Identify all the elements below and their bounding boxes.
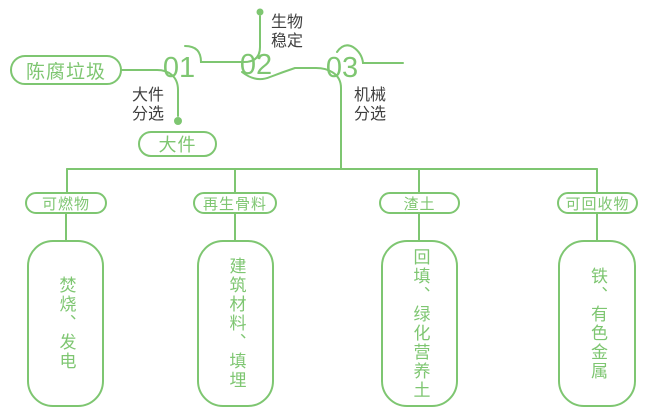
source-pill: 陈腐垃圾 [10,55,122,85]
step-number-02: 02 [239,49,273,81]
line-03-tail [336,44,404,64]
category-label: 再生骨料 [202,195,267,213]
line-03-down [315,67,342,170]
line-source-to-01 [121,69,179,117]
bulky-output-label: 大件 [158,135,197,155]
category-pill-combustibles: 可燃物 [25,192,107,214]
source-label: 陈腐垃圾 [25,61,106,83]
pill-box-connectors [65,212,598,241]
category-label: 渣土 [403,195,436,213]
step-label-mechanical-sorting: 机械分选 [354,87,387,123]
disposal-box-metals: 铁、有色金属 [558,240,636,407]
line-01-to-02 [184,45,245,63]
line-02-bio-branch [243,15,261,63]
step-label-bulky-sorting: 大件分选 [132,87,165,123]
disposal-box-building-materials: 建筑材料、填埋 [197,240,274,407]
bulky-output-pill: 大件 [138,131,217,157]
disposal-text: 建筑材料、填埋 [226,257,246,390]
dot-bulky-branch [174,117,182,125]
category-label: 可燃物 [41,195,90,213]
dot-bio-branch [256,8,264,16]
step-number-03: 03 [325,52,359,84]
step-label-bio-stabilization: 生物稳定 [271,14,304,50]
step-number-01: 01 [162,52,196,84]
line-02-to-03 [241,67,317,81]
disposal-text: 焚烧、发电 [56,276,76,371]
disposal-text: 回填、绿化营养土 [410,247,430,400]
disposal-text: 铁、有色金属 [588,266,607,381]
disposal-box-incineration: 焚烧、发电 [27,240,104,407]
category-pill-slag-soil: 渣土 [379,192,460,214]
branch-drops [66,168,598,193]
disposal-box-backfill: 回填、绿化营养土 [381,240,458,407]
category-label: 可回收物 [565,195,630,213]
category-pill-recyclables: 可回收物 [557,192,638,214]
category-pill-recycled-aggregate: 再生骨料 [193,192,277,214]
